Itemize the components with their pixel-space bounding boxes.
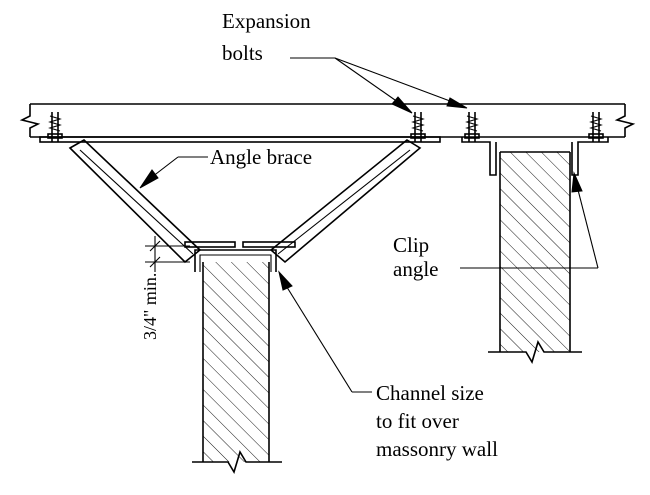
- channel-arrow: [278, 270, 293, 291]
- bolt-3: [464, 112, 480, 142]
- expansion-bolt-arrow-2: [446, 97, 468, 109]
- channel-label-line3: massonry wall: [376, 437, 498, 461]
- clip-angle-label-line1: Clip: [393, 233, 429, 257]
- channel-label-line1: Channel size: [376, 381, 484, 405]
- expansion-bolt-arrow-1: [391, 96, 413, 114]
- bolt-2: [410, 112, 426, 142]
- dimension-label: 3/4" min.: [140, 273, 160, 340]
- angle-brace-label: Angle brace: [210, 145, 312, 169]
- channel-label-line2: to fit over: [376, 409, 459, 433]
- clip-angle-arrow: [571, 171, 583, 193]
- dimension-marker: 3/4" min.: [140, 236, 190, 340]
- overhead-slab: [19, 103, 636, 138]
- expansion-bolts-label-line1: Expansion: [222, 9, 311, 33]
- expansion-bolts-label-line2: bolts: [222, 41, 263, 65]
- angle-brace-arrow: [139, 169, 159, 189]
- expansion-bolts: [47, 112, 604, 142]
- clip-angle-label-line2: angle: [393, 257, 438, 281]
- leader-lines: [139, 57, 599, 393]
- bolt-4: [588, 112, 604, 142]
- bolt-1: [47, 112, 63, 142]
- right-masonry-wall: [461, 137, 609, 364]
- left-masonry-wall: [192, 249, 282, 474]
